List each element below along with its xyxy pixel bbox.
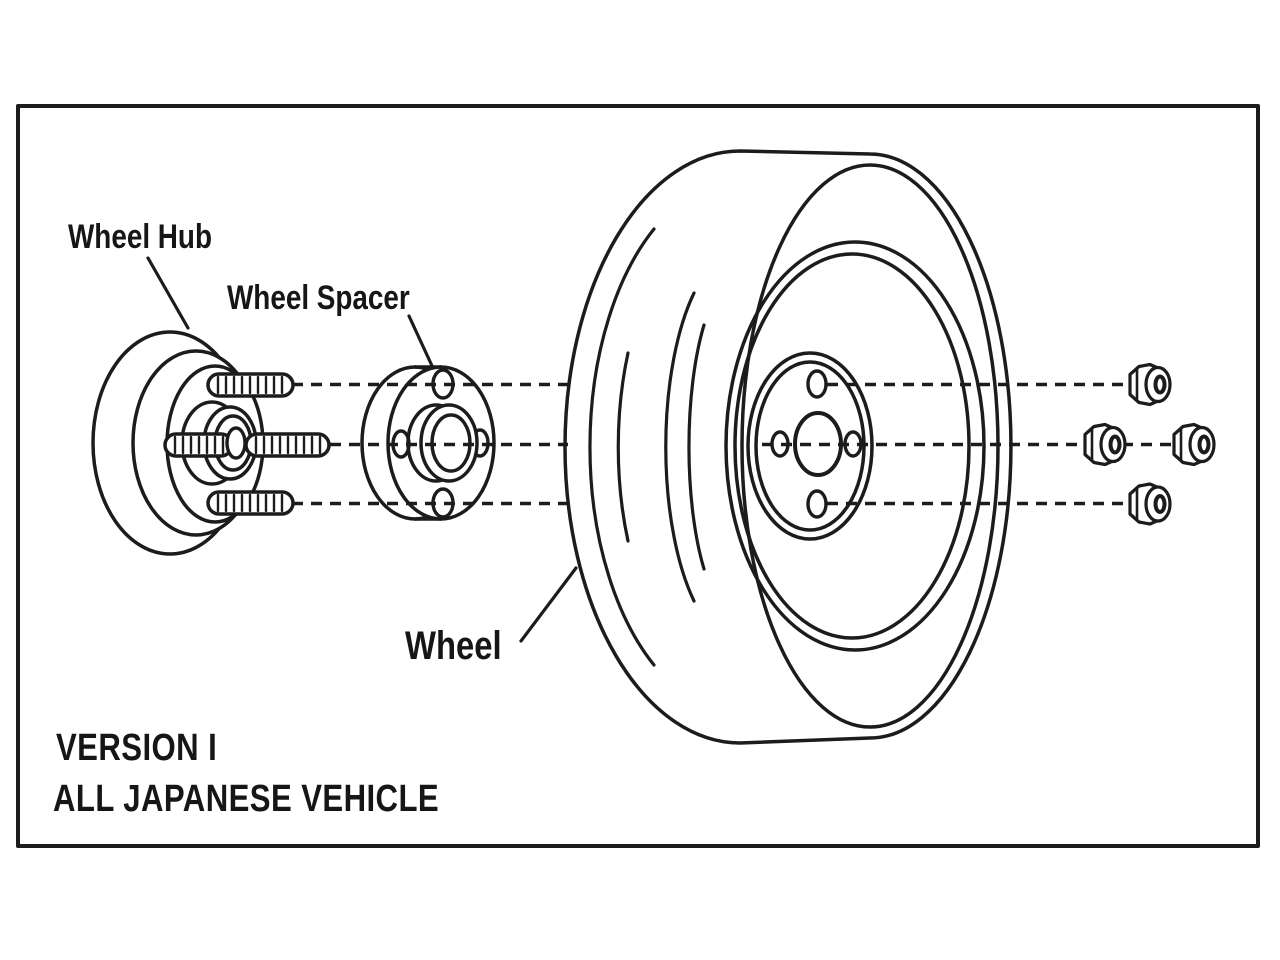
border-frame bbox=[16, 104, 1260, 848]
wheel-hub-leader-line bbox=[146, 256, 190, 330]
caption-version: VERSION I bbox=[56, 727, 217, 769]
wheel-hub-label: Wheel Hub bbox=[68, 217, 212, 255]
wheel-spacer-label: Wheel Spacer bbox=[227, 278, 410, 316]
wheel-hub-drawing bbox=[91, 330, 331, 556]
lug-nut-right bbox=[1172, 422, 1216, 467]
hub-stud-center-right bbox=[244, 432, 331, 458]
lug-nut-left bbox=[1083, 422, 1127, 467]
hub-stud-center-left bbox=[163, 432, 234, 458]
hub-stud-top bbox=[206, 372, 295, 398]
spacer-edge-lines bbox=[413, 365, 443, 521]
hub-boss-ring-center bbox=[225, 426, 247, 460]
wheel-label: Wheel bbox=[405, 623, 502, 668]
rim-inner-edge bbox=[733, 252, 971, 640]
lug-nut-top bbox=[1128, 362, 1172, 407]
wheel-drawing bbox=[563, 149, 1013, 745]
wheel-hub-ring-outer bbox=[746, 351, 874, 541]
hub-stud-bottom bbox=[206, 490, 295, 516]
wheel-leader-line bbox=[519, 566, 578, 643]
alignment-dashed-lines bbox=[292, 382, 1172, 506]
wheel-spacer-leader-line bbox=[407, 314, 435, 370]
tire-tread-arcs bbox=[588, 227, 706, 667]
caption-vehicle: ALL JAPANESE VEHICLE bbox=[53, 778, 439, 820]
rim-outer-edge bbox=[724, 240, 986, 652]
lug-nut-bottom bbox=[1128, 482, 1172, 526]
